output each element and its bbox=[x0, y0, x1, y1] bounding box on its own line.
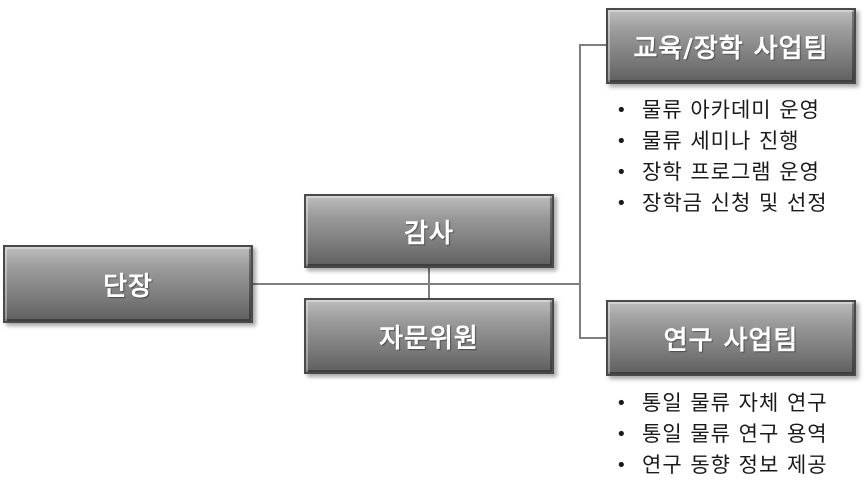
connector-to-education-team bbox=[579, 44, 606, 46]
connector-branch-vertical bbox=[579, 44, 581, 339]
advisory-label: 자문위원 bbox=[379, 323, 479, 354]
list-item: 물류 세미나 진행 bbox=[608, 126, 828, 157]
list-item: 통일 물류 연구 용역 bbox=[608, 419, 828, 450]
list-item: 연구 동향 정보 제공 bbox=[608, 450, 828, 481]
advisory-box: 자문위원 bbox=[304, 298, 554, 374]
research-team-label: 연구 사업팀 bbox=[663, 325, 799, 356]
head-label: 단장 bbox=[103, 271, 153, 302]
research-team-box: 연구 사업팀 bbox=[606, 300, 856, 376]
auditor-label: 감사 bbox=[404, 218, 454, 249]
connector-head-to-branch bbox=[253, 283, 581, 285]
education-team-box: 교육/장학 사업팀 bbox=[606, 8, 856, 84]
connector-auditor-advisory bbox=[428, 268, 430, 298]
list-item: 통일 물류 자체 연구 bbox=[608, 388, 828, 419]
head-box: 단장 bbox=[3, 245, 253, 323]
list-item: 장학금 신청 및 선정 bbox=[608, 188, 828, 219]
education-team-duties: 물류 아카데미 운영 물류 세미나 진행 장학 프로그램 운영 장학금 신청 및… bbox=[608, 95, 828, 219]
research-team-duties: 통일 물류 자체 연구 통일 물류 연구 용역 연구 동향 정보 제공 bbox=[608, 388, 828, 481]
auditor-box: 감사 bbox=[304, 194, 554, 268]
list-item: 장학 프로그램 운영 bbox=[608, 157, 828, 188]
connector-to-research-team bbox=[579, 337, 606, 339]
list-item: 물류 아카데미 운영 bbox=[608, 95, 828, 126]
education-team-label: 교육/장학 사업팀 bbox=[633, 33, 829, 64]
